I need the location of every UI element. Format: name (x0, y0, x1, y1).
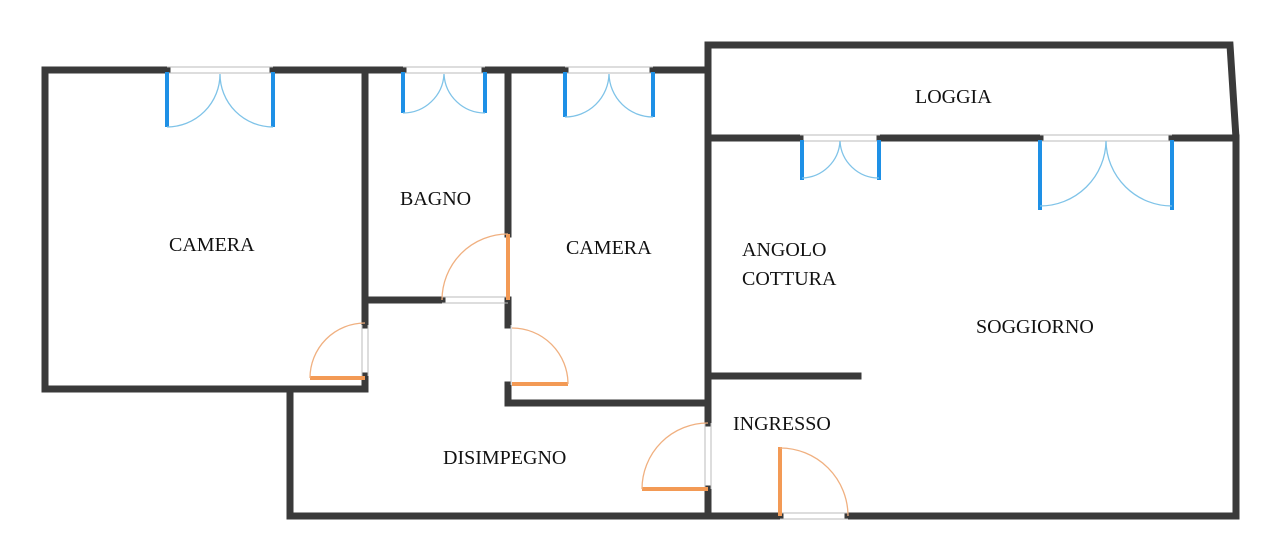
door-entrance[interactable] (778, 447, 849, 517)
door-camera-left[interactable] (309, 322, 366, 380)
room-labels: CAMERA BAGNO CAMERA LOGGIA ANGOLO COTTUR… (169, 86, 1094, 469)
label-ingresso: INGRESSO (733, 413, 831, 435)
label-angolo: ANGOLO (742, 239, 826, 261)
door-camera-right[interactable] (511, 327, 569, 386)
window-bagno[interactable] (401, 72, 487, 114)
label-loggia: LOGGIA (915, 86, 992, 108)
label-camera-right: CAMERA (566, 237, 652, 259)
window-camera-left[interactable] (165, 72, 275, 128)
door-bagno[interactable] (441, 233, 510, 301)
walls (41, 41, 1240, 520)
window-camera-right[interactable] (563, 72, 655, 118)
window-angolo-cottura[interactable] (800, 140, 881, 180)
window-soggiorno[interactable] (1038, 140, 1174, 210)
label-soggiorno: SOGGIORNO (976, 316, 1094, 338)
label-cottura: COTTURA (742, 268, 837, 290)
label-disimpegno: DISIMPEGNO (443, 447, 566, 469)
label-camera-left: CAMERA (169, 234, 255, 256)
label-bagno: BAGNO (400, 188, 471, 210)
door-ingresso[interactable] (641, 422, 709, 491)
